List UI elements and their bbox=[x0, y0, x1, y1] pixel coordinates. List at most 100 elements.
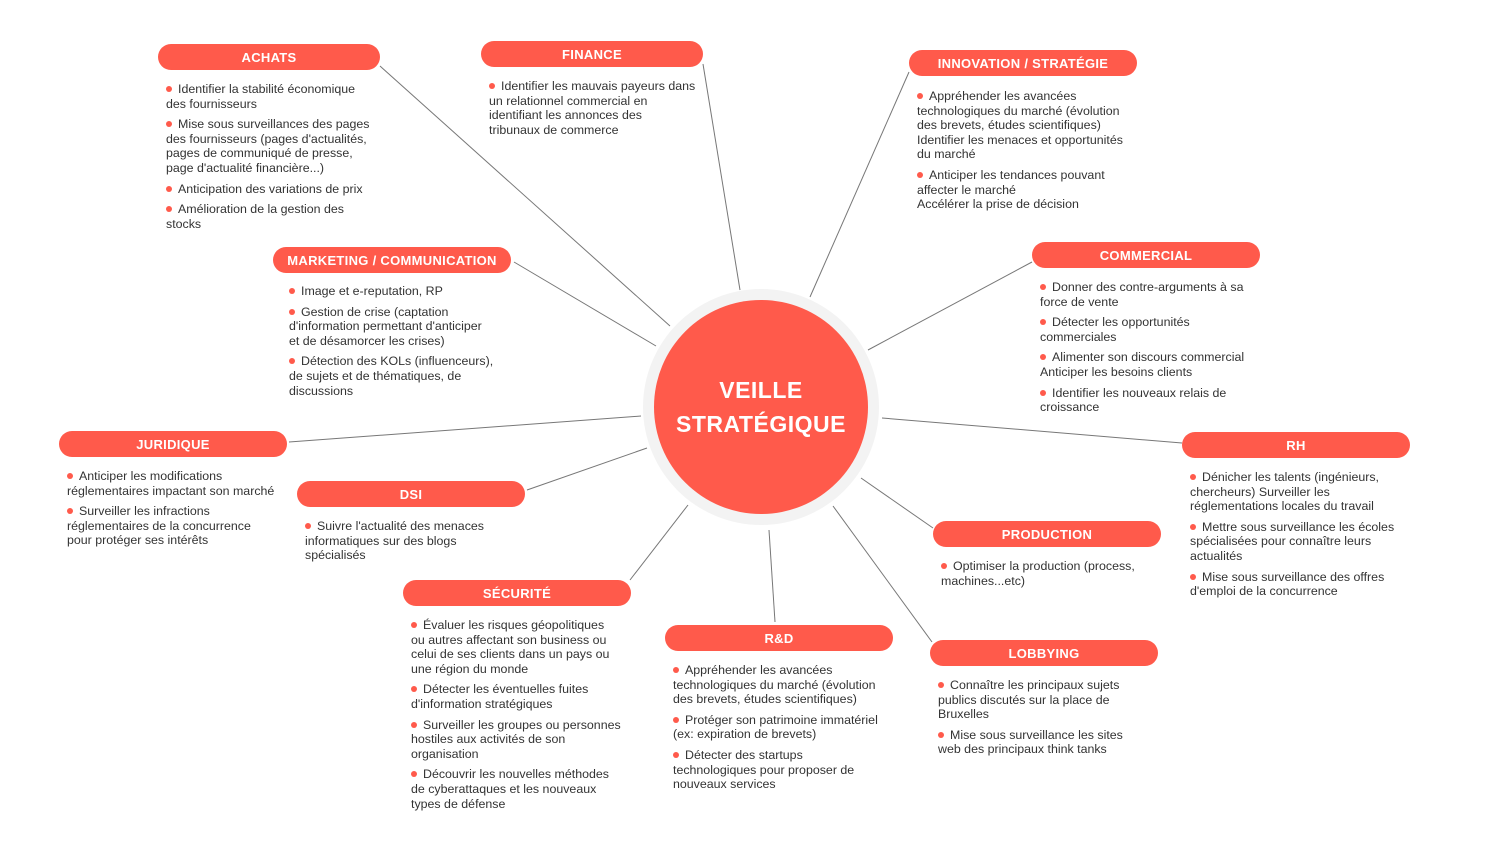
node-items-innovation: Appréhender les avancées technologiques … bbox=[917, 89, 1123, 218]
item-text: Détecter les éventuelles fuites d'inform… bbox=[411, 682, 589, 711]
list-item: Détection des KOLs (influenceurs), de su… bbox=[289, 354, 493, 398]
item-text: Appréhender les avancées technologiques … bbox=[673, 663, 876, 707]
bullet-icon bbox=[938, 731, 944, 738]
list-item: Surveiller les infractions réglementaire… bbox=[67, 504, 274, 548]
node-label-production: PRODUCTION bbox=[933, 521, 1161, 547]
list-item: Découvrir les nouvelles méthodes de cybe… bbox=[411, 767, 621, 811]
bullet-icon bbox=[941, 563, 947, 569]
item-text: Détecter les opportunités commerciales bbox=[1040, 315, 1190, 344]
item-text: Connaître les principaux sujets publics … bbox=[938, 678, 1120, 722]
bullet-icon bbox=[489, 83, 495, 89]
bullet-icon bbox=[673, 751, 679, 758]
bullet-icon bbox=[67, 473, 73, 479]
item-text: Surveiller les infractions réglementaire… bbox=[67, 504, 251, 548]
list-item: Identifier la stabilité économique des f… bbox=[166, 82, 369, 111]
node-label-innovation: INNOVATION / STRATÉGIE bbox=[909, 50, 1137, 76]
node-items-rd: Appréhender les avancées technologiques … bbox=[673, 663, 878, 798]
item-text: Mise sous surveillances des pages des fo… bbox=[166, 117, 370, 175]
list-item: Gestion de crise (captation d'informatio… bbox=[289, 305, 493, 349]
item-text: Anticiper les modifications réglementair… bbox=[67, 469, 275, 498]
list-item: Amélioration de la gestion des stocks bbox=[166, 202, 369, 231]
node-label-lobbying: LOBBYING bbox=[930, 640, 1158, 666]
item-text: Suivre l'actualité des menaces informati… bbox=[305, 519, 484, 563]
bullet-icon bbox=[67, 508, 73, 515]
bullet-icon bbox=[166, 185, 172, 192]
item-text: Appréhender les avancées technologiques … bbox=[917, 89, 1123, 162]
list-item: Surveiller les groupes ou personnes host… bbox=[411, 718, 621, 762]
node-items-commercial: Donner des contre-arguments à sa force d… bbox=[1040, 280, 1244, 421]
bullet-icon bbox=[166, 121, 172, 128]
item-text: Anticiper les tendances pouvant affecter… bbox=[917, 167, 1105, 212]
node-items-production: Optimiser la production (process, machin… bbox=[941, 559, 1135, 594]
item-text: Dénicher les talents (ingénieurs, cherch… bbox=[1190, 470, 1380, 514]
item-text: Détection des KOLs (influenceurs), de su… bbox=[289, 354, 494, 398]
node-items-lobbying: Connaître les principaux sujets publics … bbox=[938, 678, 1123, 763]
list-item: Détecter les opportunités commerciales bbox=[1040, 315, 1244, 344]
connector-achats bbox=[379, 65, 671, 327]
list-item: Dénicher les talents (ingénieurs, cherch… bbox=[1190, 470, 1394, 514]
item-text: Identifier la stabilité économique des f… bbox=[166, 82, 356, 111]
connector-rd bbox=[768, 529, 776, 623]
connector-lobbying bbox=[832, 505, 933, 643]
list-item: Mettre sous surveillance les écoles spéc… bbox=[1190, 520, 1394, 564]
center-title: VEILLE STRATÉGIQUE bbox=[654, 300, 868, 514]
item-text: Détecter des startups technologiques pou… bbox=[673, 747, 855, 792]
list-item: Mise sous surveillance des offres d'empl… bbox=[1190, 570, 1394, 599]
list-item: Image et e-reputation, RP bbox=[289, 284, 493, 299]
list-item: Mise sous surveillances des pages des fo… bbox=[166, 117, 369, 175]
connector-juridique bbox=[288, 415, 642, 443]
item-text: Découvrir les nouvelles méthodes de cybe… bbox=[411, 767, 609, 811]
item-text: Optimiser la production (process, machin… bbox=[941, 559, 1135, 588]
bullet-icon bbox=[305, 523, 311, 529]
list-item: Évaluer les risques géopolitiques ou aut… bbox=[411, 618, 621, 676]
item-text: Identifier les nouveaux relais de croiss… bbox=[1040, 385, 1227, 415]
node-items-securite: Évaluer les risques géopolitiques ou aut… bbox=[411, 618, 621, 817]
connector-securite bbox=[629, 504, 689, 581]
node-items-marketing: Image et e-reputation, RP Gestion de cris… bbox=[289, 284, 493, 404]
bullet-icon bbox=[1040, 389, 1046, 396]
bullet-icon bbox=[289, 288, 295, 294]
bullet-icon bbox=[411, 721, 417, 728]
bullet-icon bbox=[673, 667, 679, 673]
bullet-icon bbox=[1040, 284, 1046, 290]
bullet-icon bbox=[917, 93, 923, 99]
list-item: Donner des contre-arguments à sa force d… bbox=[1040, 280, 1244, 309]
bullet-icon bbox=[1040, 319, 1046, 326]
list-item: Optimiser la production (process, machin… bbox=[941, 559, 1135, 588]
bullet-icon bbox=[917, 171, 923, 178]
connector-production bbox=[860, 477, 934, 529]
item-text: Image et e-reputation, RP bbox=[301, 284, 443, 298]
list-item: Mise sous surveillance les sites web des… bbox=[938, 728, 1123, 757]
node-label-juridique: JURIDIQUE bbox=[59, 431, 287, 457]
bullet-icon bbox=[289, 358, 295, 365]
list-item: Connaître les principaux sujets publics … bbox=[938, 678, 1123, 722]
node-items-finance: Identifier les mauvais payeurs dans un r… bbox=[489, 79, 695, 143]
node-label-achats: ACHATS bbox=[158, 44, 380, 70]
item-text: Mise sous surveillance les sites web des… bbox=[938, 727, 1123, 757]
list-item: Suivre l'actualité des menaces informati… bbox=[305, 519, 484, 563]
connector-marketing bbox=[513, 261, 657, 347]
list-item: Appréhender les avancées technologiques … bbox=[673, 663, 878, 707]
list-item: Appréhender les avancées technologiques … bbox=[917, 89, 1123, 162]
list-item: Détecter les éventuelles fuites d'inform… bbox=[411, 682, 621, 711]
connector-finance bbox=[702, 63, 741, 291]
node-label-securite: SÉCURITÉ bbox=[403, 580, 631, 606]
bullet-icon bbox=[1190, 474, 1196, 480]
bullet-icon bbox=[166, 206, 172, 213]
node-label-dsi: DSI bbox=[297, 481, 525, 507]
list-item: Alimenter son discours commercial Antici… bbox=[1040, 350, 1244, 379]
connector-commercial bbox=[867, 261, 1033, 351]
node-label-rh: RH bbox=[1182, 432, 1410, 458]
item-text: Identifier les mauvais payeurs dans un r… bbox=[489, 79, 696, 137]
item-text: Mettre sous surveillance les écoles spéc… bbox=[1190, 519, 1395, 563]
list-item: Identifier les mauvais payeurs dans un r… bbox=[489, 79, 695, 137]
item-text: Anticipation des variations de prix bbox=[178, 181, 363, 196]
item-text: Surveiller les groupes ou personnes host… bbox=[411, 717, 621, 761]
bullet-icon bbox=[411, 771, 417, 778]
node-items-rh: Dénicher les talents (ingénieurs, cherch… bbox=[1190, 470, 1394, 605]
bullet-icon bbox=[673, 716, 679, 723]
item-text: Gestion de crise (captation d'informatio… bbox=[289, 304, 482, 348]
connector-dsi bbox=[526, 447, 648, 491]
list-item: Anticiper les modifications réglementair… bbox=[67, 469, 274, 498]
